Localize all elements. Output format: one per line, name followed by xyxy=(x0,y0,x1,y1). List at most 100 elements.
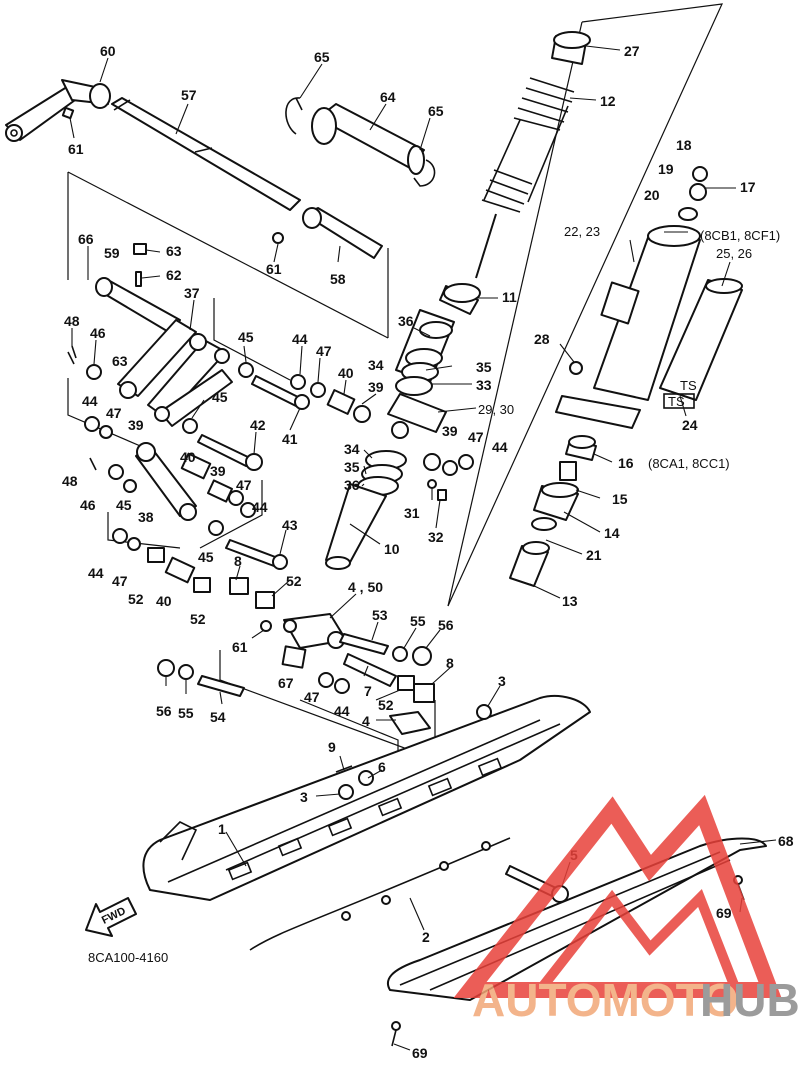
label-6: 6 xyxy=(378,759,386,775)
label-15: 15 xyxy=(612,491,628,507)
label-34b: 34 xyxy=(344,441,360,457)
label-46a: 46 xyxy=(90,325,106,341)
label-41: 41 xyxy=(282,431,298,447)
label-16: 16 xyxy=(618,455,634,471)
label-10: 10 xyxy=(384,541,400,557)
label-69a: 69 xyxy=(716,905,732,921)
tube-59 xyxy=(95,243,181,335)
wear-rod-2 xyxy=(249,837,511,951)
label-68: 68 xyxy=(778,833,794,849)
label-44f: 44 xyxy=(334,703,350,719)
label-38: 38 xyxy=(138,509,154,525)
arm-38 xyxy=(135,442,197,521)
label-44c: 44 xyxy=(492,439,508,455)
label-45c: 45 xyxy=(116,497,132,513)
label-3b: 3 xyxy=(300,789,308,805)
label-20: 20 xyxy=(644,187,660,203)
label-66: 66 xyxy=(78,231,94,247)
label-57: 57 xyxy=(181,87,197,103)
label-33: 33 xyxy=(476,377,492,393)
shock-frame-left xyxy=(447,21,583,607)
label-61b: 61 xyxy=(266,261,282,277)
label-8a: 8 xyxy=(234,553,242,569)
shock-body-22 xyxy=(555,225,701,429)
label-21: 21 xyxy=(586,547,602,563)
label-47f: 47 xyxy=(304,689,320,705)
shock-lower-parts xyxy=(509,435,597,587)
watermark-text-hub: HUB xyxy=(700,974,800,1026)
lever-arm-60 xyxy=(5,79,111,142)
label-60: 60 xyxy=(100,43,116,59)
shock-top-hardware xyxy=(678,166,708,221)
label-18: 18 xyxy=(676,137,692,153)
label-56a: 56 xyxy=(438,617,454,633)
label-47e: 47 xyxy=(112,573,128,589)
label-64: 64 xyxy=(380,89,396,105)
frame-inner-a xyxy=(213,298,291,381)
label-46b: 46 xyxy=(80,497,96,513)
label-44d: 44 xyxy=(252,499,268,515)
label-29-30: 29, 30 xyxy=(478,402,514,417)
label-35a: 35 xyxy=(476,359,492,375)
label-61a: 61 xyxy=(68,141,84,157)
label-39a: 39 xyxy=(368,379,384,395)
label-1: 1 xyxy=(218,821,226,837)
label-3a: 3 xyxy=(498,673,506,689)
label-40a: 40 xyxy=(338,365,354,381)
label-69b: 69 xyxy=(412,1045,428,1061)
label-12: 12 xyxy=(600,93,616,109)
part-labels: 60 57 65 64 65 27 12 61 18 19 17 20 22, … xyxy=(62,43,794,1061)
label-11: 11 xyxy=(502,289,517,305)
label-40c: 40 xyxy=(156,593,172,609)
label-31: 31 xyxy=(404,505,420,521)
strut-rod-11 xyxy=(439,213,497,315)
label-39b: 39 xyxy=(128,417,144,433)
label-55b: 55 xyxy=(178,705,194,721)
svg-text:TS: TS xyxy=(680,378,697,393)
label-63a: 63 xyxy=(166,243,182,259)
label-4-50: 4 , 50 xyxy=(348,579,383,595)
label-45a: 45 xyxy=(238,329,254,345)
label-27: 27 xyxy=(624,43,640,59)
label-37: 37 xyxy=(184,285,200,301)
label-48a: 48 xyxy=(64,313,80,329)
label-32: 32 xyxy=(428,529,444,545)
label-52b: 52 xyxy=(128,591,144,607)
clip-65 xyxy=(285,97,436,187)
frame-inner-c xyxy=(199,480,263,549)
label-47b: 47 xyxy=(106,405,122,421)
label-52a: 52 xyxy=(286,573,302,589)
collar-64 xyxy=(311,103,425,175)
bolt-42 xyxy=(197,434,263,471)
label-58: 58 xyxy=(330,271,346,287)
washers-and-bushings xyxy=(67,345,474,609)
diagram-code: 8CA100-4160 xyxy=(88,950,168,965)
frame-diagonal-top xyxy=(67,171,389,339)
label-53: 53 xyxy=(372,607,388,623)
label-36b: 36 xyxy=(344,477,360,493)
label-22-23: 22, 23 xyxy=(564,224,600,239)
label-14: 14 xyxy=(604,525,620,541)
label-45d: 45 xyxy=(198,549,214,565)
label-47c: 47 xyxy=(468,429,484,445)
label-42: 42 xyxy=(250,417,266,433)
label-13: 13 xyxy=(562,593,578,609)
shaft-57 xyxy=(111,97,301,211)
strut-body-10 xyxy=(325,309,455,570)
bolt-41 xyxy=(251,375,310,410)
bolt-43 xyxy=(225,539,288,570)
svg-text:TS: TS xyxy=(668,394,685,409)
label-44e: 44 xyxy=(88,565,104,581)
spring-12 xyxy=(481,77,575,213)
ski-runner-68 xyxy=(386,837,767,1047)
shock-frame xyxy=(447,3,723,607)
watermark-logo: AUTOMOTO HUB xyxy=(453,794,800,1026)
fwd-arrow-icon: FWD xyxy=(85,897,137,937)
label-62: 62 xyxy=(166,267,182,283)
label-36a: 36 xyxy=(398,313,414,329)
label-4: 4 xyxy=(362,713,370,729)
label-8ca1-8cc1: (8CA1, 8CC1) xyxy=(648,456,730,471)
label-28: 28 xyxy=(534,331,550,347)
label-2: 2 xyxy=(422,929,430,945)
